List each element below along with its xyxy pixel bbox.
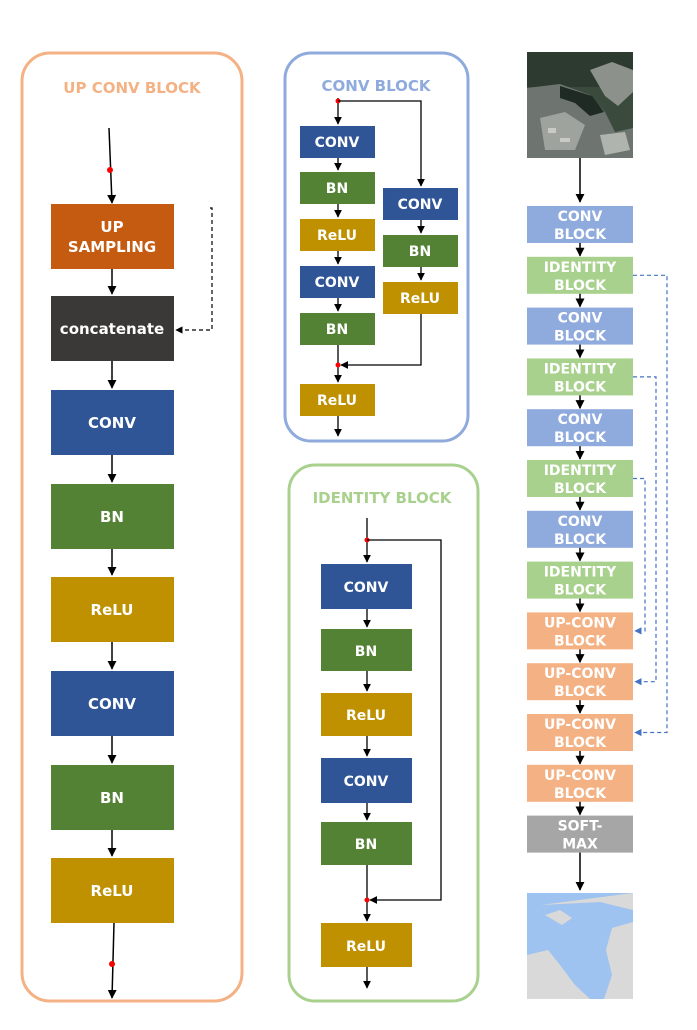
identity-out-relu-label: ReLU — [346, 939, 386, 955]
up-conv-panel-title: UP CONV BLOCK — [63, 79, 202, 97]
conv-block-relu1-box — [300, 219, 375, 251]
identity-bn2-label: BN — [355, 837, 377, 853]
pipeline-stage-conv-block — [527, 510, 633, 548]
conv-block-relu1-label: ReLU — [317, 228, 357, 244]
conv-panel-title: CONV BLOCK — [322, 77, 432, 95]
identity-bn1-label: BN — [355, 644, 377, 660]
up-conv-bn2-box — [51, 765, 174, 830]
conv-block-conv1-label: CONV — [315, 135, 360, 151]
skip-input-arrow — [175, 207, 213, 334]
pipeline-stage-softmax — [527, 815, 633, 853]
identity-panel-title: IDENTITY BLOCK — [313, 489, 453, 507]
skip-connection-line — [633, 274, 668, 737]
conv-panel-border — [283, 51, 470, 443]
up-conv-conv2-box — [51, 671, 174, 736]
conv-block-shortcut-bn-label: BN — [409, 244, 431, 260]
conv-block-panel: CONV BLOCK CONV BN ReLU CONV BN CONV BN … — [283, 51, 470, 443]
satellite-image — [527, 52, 633, 158]
up-conv-bn2-label: BN — [100, 789, 124, 807]
up-conv-panel-border — [20, 51, 244, 1003]
conv-block-shortcut-relu-box — [383, 282, 458, 314]
conv-block-bn1-box — [300, 172, 375, 204]
up-sampling-box — [51, 204, 174, 269]
identity-bn1-box — [321, 629, 412, 671]
up-conv-conv2-label: CONV — [88, 695, 136, 713]
pipeline-stage-upconv-block — [527, 764, 633, 802]
pipeline-stage-conv-block — [527, 307, 633, 345]
concatenate-label: concatenate — [60, 320, 164, 338]
pipeline-stage-conv-block — [527, 206, 633, 243]
conv-block-out-relu-label: ReLU — [317, 393, 357, 409]
identity-conv1-label: CONV — [344, 580, 389, 596]
pipeline-stage-identity-block — [527, 561, 633, 599]
identity-conv2-box — [321, 758, 412, 803]
identity-conv2-label: CONV — [344, 774, 389, 790]
identity-block-panel: IDENTITY BLOCK CONV BN ReLU CONV BN ReLU — [287, 463, 480, 1003]
conv-block-bn1-label: BN — [326, 181, 348, 197]
conv-block-out-relu-box — [300, 384, 375, 416]
conv-block-shortcut-relu-label: ReLU — [400, 291, 440, 307]
pipeline-stage-conv-block — [527, 409, 633, 447]
up-conv-relu1-box — [51, 577, 174, 642]
conv-block-shortcut-bn-box — [383, 235, 458, 267]
identity-bn2-box — [321, 822, 412, 865]
skip-connection-line — [633, 477, 646, 635]
conv-block-shortcut-conv-label: CONV — [398, 197, 443, 213]
concatenate-box — [51, 296, 174, 361]
conv-block-bn2-box — [300, 313, 375, 345]
pipeline-stage-identity-block — [527, 358, 633, 396]
identity-panel-border — [287, 463, 480, 1003]
pipeline-stage-label: SOFT-MAX — [558, 819, 603, 853]
pipeline-stage-upconv-block — [527, 714, 633, 751]
identity-relu1-box — [321, 693, 412, 736]
pipeline-stage-identity-block — [527, 460, 633, 497]
pipeline-stage-identity-block — [527, 256, 633, 294]
pipeline-stage-upconv-block — [527, 612, 633, 650]
up-conv-relu2-box — [51, 858, 174, 923]
skip-connection-line — [633, 376, 657, 686]
conv-block-conv1-box — [300, 126, 375, 158]
conv-block-bn2-label: BN — [326, 322, 348, 338]
up-conv-bn1-box — [51, 484, 174, 549]
up-conv-relu2-label: ReLU — [91, 882, 134, 900]
segmentation-mask — [527, 893, 633, 999]
identity-conv1-box — [321, 564, 412, 609]
conv-block-shortcut-conv-box — [383, 188, 458, 220]
pipeline-stage-upconv-block — [527, 663, 633, 701]
up-conv-conv1-box — [51, 390, 174, 455]
identity-relu1-label: ReLU — [346, 708, 386, 724]
up-conv-conv1-label: CONV — [88, 414, 136, 432]
up-conv-bn1-label: BN — [100, 508, 124, 526]
conv-block-conv2-box — [300, 266, 375, 298]
identity-out-relu-box — [321, 923, 412, 967]
conv-block-conv2-label: CONV — [315, 275, 360, 291]
up-conv-relu1-label: ReLU — [91, 601, 134, 619]
